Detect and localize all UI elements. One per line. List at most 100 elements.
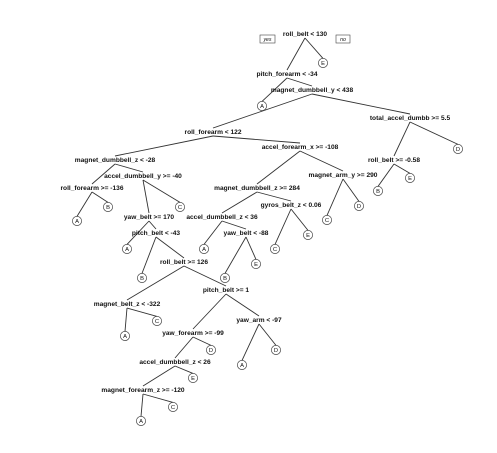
leaf-class: E <box>306 233 310 239</box>
leaf-class: A <box>260 104 264 110</box>
leaf-class: C <box>273 247 277 253</box>
leaf-class: A <box>202 247 206 253</box>
tree-edge <box>142 179 150 214</box>
tree-edge <box>221 191 258 214</box>
leaf-class: B <box>223 276 227 282</box>
tree-edge <box>155 236 185 259</box>
split-label: pitch_belt >= 1 <box>203 287 250 294</box>
tree-edge <box>274 208 292 245</box>
leaf-class: D <box>456 147 460 153</box>
tree-edge <box>342 178 360 202</box>
leaf-class: B <box>106 205 110 211</box>
tree-edge <box>114 135 214 157</box>
split-label: roll_forearm < 122 <box>185 129 242 136</box>
tree-edge <box>126 307 158 317</box>
tree-edge <box>261 77 288 102</box>
leaf-node: A <box>72 216 82 226</box>
leaf-node: A <box>136 416 146 426</box>
split-label: magnet_forearm_z >= -120 <box>101 387 185 394</box>
split-label: yaw_forearm >= -99 <box>162 330 224 337</box>
tree-edge <box>286 37 306 71</box>
leaf-node: D <box>271 345 281 355</box>
tree-edge <box>212 93 313 129</box>
leaf-class: A <box>75 219 79 225</box>
leaf-class: C <box>325 218 329 224</box>
split-label: magnet_dumbbell_z >= 284 <box>214 185 300 192</box>
tree-edge <box>377 163 395 187</box>
split-label: magnet_belt_z < -322 <box>94 301 161 308</box>
leaf-node: E <box>251 259 261 269</box>
leaf-class: E <box>321 61 325 67</box>
leaf-node: E <box>318 58 328 68</box>
leaf-node: A <box>199 244 209 254</box>
leaf-node: C <box>270 244 280 254</box>
tree-edge <box>124 307 128 332</box>
tree-edge <box>299 150 344 172</box>
tree-edge <box>126 220 150 245</box>
tree-edge <box>245 236 257 260</box>
tree-edge <box>241 323 260 361</box>
leaf-node: A <box>257 101 267 111</box>
leaf-node: D <box>206 345 216 355</box>
leaf-node: A <box>122 244 132 254</box>
split-label: roll_belt >= -0.58 <box>368 157 420 164</box>
leaf-node: D <box>453 144 463 154</box>
tree-edge <box>91 163 116 185</box>
tree-edge <box>126 265 185 301</box>
tree-edge <box>393 121 411 157</box>
tree-edge <box>148 220 157 230</box>
tree-edge <box>142 365 176 387</box>
tree-edge <box>141 236 157 274</box>
leaf-node: A <box>237 360 247 370</box>
leaf-node: A <box>120 331 130 341</box>
leaf-class: C <box>178 205 182 211</box>
tree-edge <box>142 179 181 203</box>
legend-yes-text: yes <box>262 37 271 43</box>
legend-no-text: no <box>340 37 346 43</box>
split-label: yaw_arm < -97 <box>236 317 282 324</box>
leaf-class: D <box>209 348 213 354</box>
leaf-class: D <box>357 204 361 210</box>
tree-edge <box>212 135 301 144</box>
split-label: yaw_belt < -88 <box>224 230 269 237</box>
split-labels: roll_belt < 130 pitch_forearm < -34 magn… <box>60 31 450 394</box>
tree-edge <box>304 37 324 59</box>
tree-edge <box>258 323 277 346</box>
tree-edge <box>290 208 309 231</box>
tree-edge <box>203 220 223 245</box>
tree-edge <box>256 150 301 185</box>
split-label: accel_dumbbell_y >= -40 <box>104 173 182 180</box>
tree-edge <box>140 393 144 417</box>
leaf-class: A <box>139 419 143 425</box>
split-label: pitch_belt < -43 <box>132 230 181 237</box>
tree-edge <box>192 336 212 346</box>
tree-edge <box>174 365 194 374</box>
leaf-class: E <box>191 376 195 382</box>
leaf-node: B <box>137 273 147 283</box>
split-label: accel_dumbbell_z < 26 <box>139 359 211 366</box>
leaf-node: E <box>303 230 313 240</box>
split-label: accel_dumbbell_z < 36 <box>186 214 258 221</box>
tree-edge <box>311 93 411 115</box>
tree-edge <box>409 121 459 145</box>
leaf-nodes: E A D E B C A B C D A C E A B E B A C A … <box>72 58 463 426</box>
tree-edges <box>76 37 459 417</box>
tree-edge <box>225 293 260 317</box>
tree-edge <box>183 265 227 287</box>
split-label: roll_belt < 130 <box>283 31 327 38</box>
tree-edge <box>326 178 344 216</box>
leaf-node: D <box>354 201 364 211</box>
leaf-node: B <box>103 202 113 212</box>
split-label: magnet_arm_y >= 290 <box>309 172 378 179</box>
leaf-class: A <box>125 247 129 253</box>
leaf-class: A <box>123 334 127 340</box>
split-label: roll_belt >= 126 <box>160 259 208 266</box>
split-label: pitch_forearm < -34 <box>256 71 317 78</box>
tree-edge <box>192 293 227 330</box>
leaf-node: C <box>168 402 178 412</box>
split-label: magnet_dumbbell_y < 438 <box>271 87 354 94</box>
tree-edge <box>142 393 174 403</box>
leaf-node: C <box>175 202 185 212</box>
leaf-node: E <box>405 173 415 183</box>
